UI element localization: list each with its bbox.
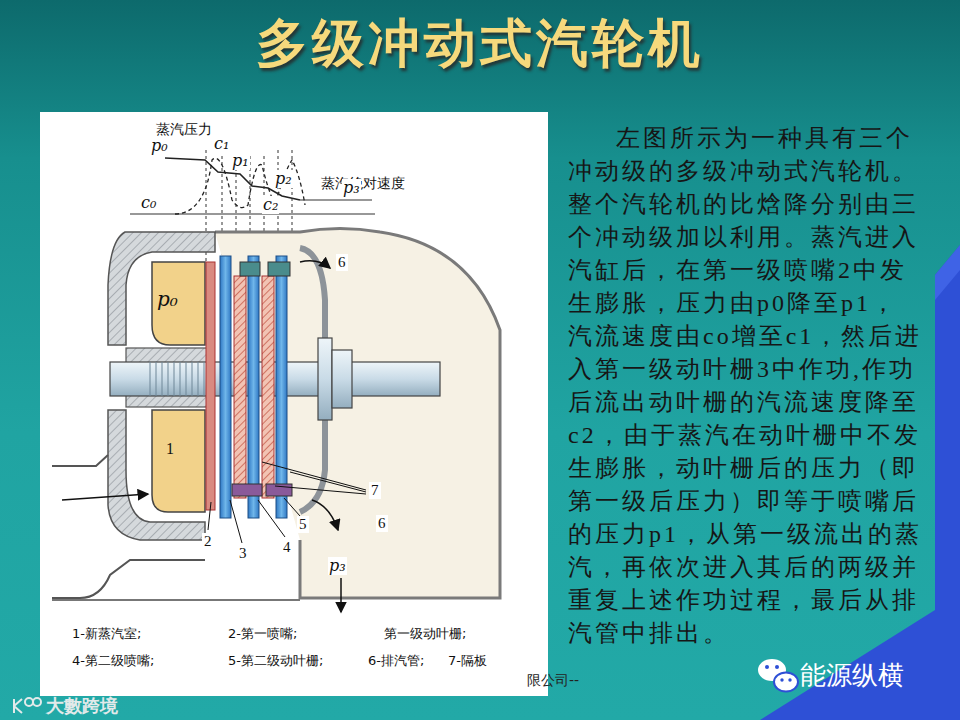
shroud — [240, 262, 260, 276]
description-text: 左图所示为一种具有三个冲动级的多级冲动式汽轮机。整个汽轮机的比焓降分别由三个冲动… — [568, 122, 924, 650]
exhaust-casing — [215, 229, 500, 599]
figure-panel — [40, 112, 548, 696]
rotor-blade — [248, 256, 259, 518]
graph-label: 蒸汽压力 — [155, 121, 213, 138]
wedge-highlight — [935, 245, 960, 300]
first-nozzle — [206, 262, 215, 510]
callout-number: 4 — [281, 539, 293, 556]
symbol-label: c₂ — [262, 196, 279, 214]
steam-chamber — [152, 262, 205, 345]
symbol-label: p₀ — [150, 137, 169, 155]
leader-lines — [208, 462, 366, 543]
watermark-logo — [14, 698, 41, 713]
callout-number: 3 — [237, 545, 249, 562]
parts-key: 6-排汽管; — [368, 653, 424, 669]
symbol-label: p₃ — [328, 557, 347, 575]
inlet-arrow — [62, 494, 148, 500]
callout-number: 2 — [202, 533, 214, 550]
shroud — [268, 262, 290, 276]
graph-label: 蒸汽绝对速度 — [320, 175, 406, 192]
wechat-icon — [758, 659, 798, 692]
symbol-label: p₁ — [231, 152, 250, 170]
parts-key: 第一级动叶栅; — [384, 626, 466, 642]
shroud — [232, 484, 262, 496]
callout-number: 1 — [166, 440, 174, 458]
symbol-label: p₂ — [274, 170, 293, 188]
slide-title: 多级冲动式汽轮机 — [0, 12, 960, 76]
callout-number: 7 — [369, 482, 381, 499]
pressure-arrow — [340, 578, 342, 612]
symbol-label: p₃ — [342, 179, 361, 197]
parts-key: 7-隔板 — [448, 653, 487, 669]
casing — [108, 232, 215, 345]
diaphragm — [234, 276, 246, 498]
coupling — [332, 350, 352, 408]
base-line — [52, 599, 300, 601]
blue-wedge — [760, 245, 960, 720]
brand-name: 能源纵横 — [800, 660, 904, 690]
flow-arrow — [312, 500, 338, 530]
inlet-pipe — [52, 455, 108, 466]
labyrinth — [150, 362, 204, 396]
shaft — [110, 362, 440, 396]
flow-arrow — [300, 261, 330, 268]
parts-key: 5-第二级动叶栅; — [228, 653, 323, 669]
inlet-pipe — [52, 560, 205, 598]
symbol-label: c₁ — [213, 135, 230, 153]
parts-key: 1-新蒸汽室; — [72, 626, 141, 642]
casing — [108, 410, 205, 540]
callout-number: 5 — [297, 516, 309, 533]
parts-key: 2-第一喷嘴; — [228, 626, 297, 642]
watermark: 大數跨境 — [46, 696, 118, 716]
inner-wall — [300, 412, 325, 512]
parts-key: 4-第二级喷嘴; — [72, 653, 154, 669]
callout-number: 6 — [376, 515, 388, 532]
rotor-blade — [276, 256, 287, 518]
footer-fragment: 限公司-- — [527, 672, 579, 688]
rotor-blade — [220, 256, 231, 518]
coupling — [318, 338, 332, 420]
symbol-label: c₀ — [140, 194, 157, 212]
callout-number: 6 — [336, 254, 348, 271]
shroud — [266, 484, 292, 496]
steam-chamber — [152, 410, 205, 512]
symbol-label: p₀ — [157, 288, 178, 310]
